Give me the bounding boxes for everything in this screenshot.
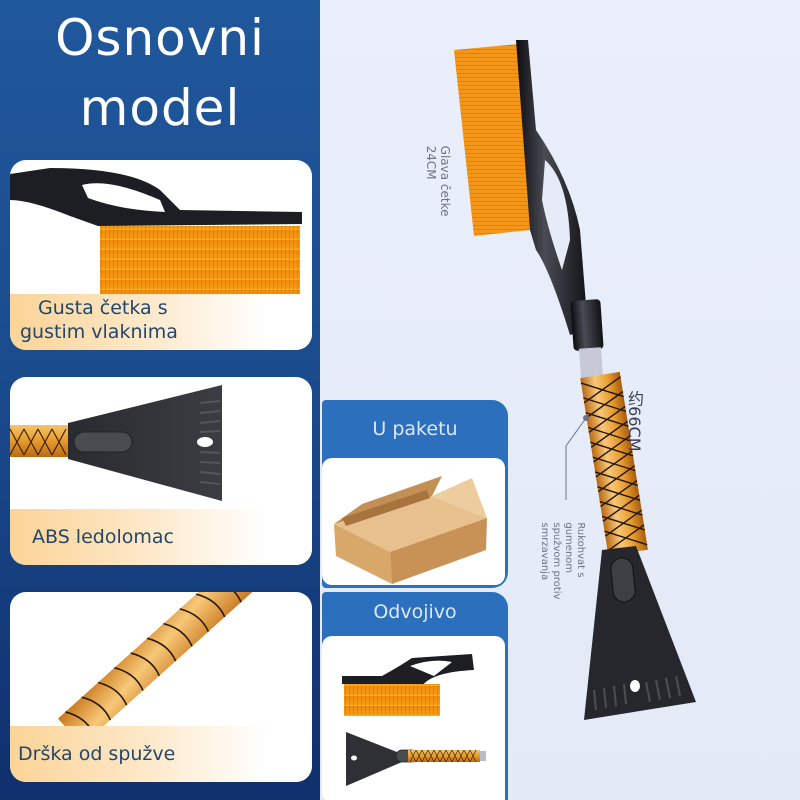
feature-card-handle: Drška od spužve xyxy=(10,592,312,782)
brush-head-label-line2: 24CM xyxy=(424,145,438,180)
page-title-line1: Osnovni xyxy=(55,9,265,67)
total-length-label: 约66CM xyxy=(625,380,654,452)
caption-line1: Gusta četka s xyxy=(38,297,168,319)
snow-brush-product-icon xyxy=(454,40,696,720)
side-card-title: Odvojivo xyxy=(373,601,457,623)
detachable-parts-icon xyxy=(342,654,486,786)
caption-text: Drška od spužve xyxy=(18,743,176,765)
feature-card-brush: Gusta četka s gustim vlaknima xyxy=(10,160,312,350)
brush-head-size-label: Glava četke 24CM xyxy=(424,138,466,217)
brush-head-label-line1: Glava četke xyxy=(438,145,452,217)
feature-card-scraper: ABS ledolomac xyxy=(10,377,312,565)
handle-description-label: Rukohvat s gumenom spužvom protiv smrzav… xyxy=(538,516,598,599)
handle-label-line2: gumenom xyxy=(563,522,574,574)
side-card-package: U paketu xyxy=(322,400,508,588)
foam-handle-icon xyxy=(57,592,276,732)
caption-line2: gustim vlaknima xyxy=(20,321,178,343)
handle-label-line3: spužvom protiv xyxy=(551,522,562,600)
page-title-line2: model xyxy=(79,79,241,137)
side-card-detachable: Odvojivo xyxy=(322,592,508,800)
handle-label-line4: smrzavanja xyxy=(539,522,550,581)
total-length-value: 约66CM xyxy=(625,390,644,452)
left-panel: Osnovni model Gusta četka s gustim vlakn… xyxy=(0,0,320,800)
side-card-body xyxy=(322,458,505,585)
side-card-body xyxy=(322,636,505,800)
side-card-title: U paketu xyxy=(372,418,458,440)
cardboard-box-icon xyxy=(334,476,487,584)
caption-bar: Drška od spužve xyxy=(10,726,312,782)
caption-bar: ABS ledolomac xyxy=(10,509,312,565)
brush-head-icon xyxy=(10,168,302,296)
ice-scraper-icon xyxy=(10,385,222,501)
caption-bar: Gusta četka s gustim vlaknima xyxy=(10,294,312,350)
handle-label-line1: Rukohvat s xyxy=(575,522,586,578)
caption-text: ABS ledolomac xyxy=(32,526,174,548)
